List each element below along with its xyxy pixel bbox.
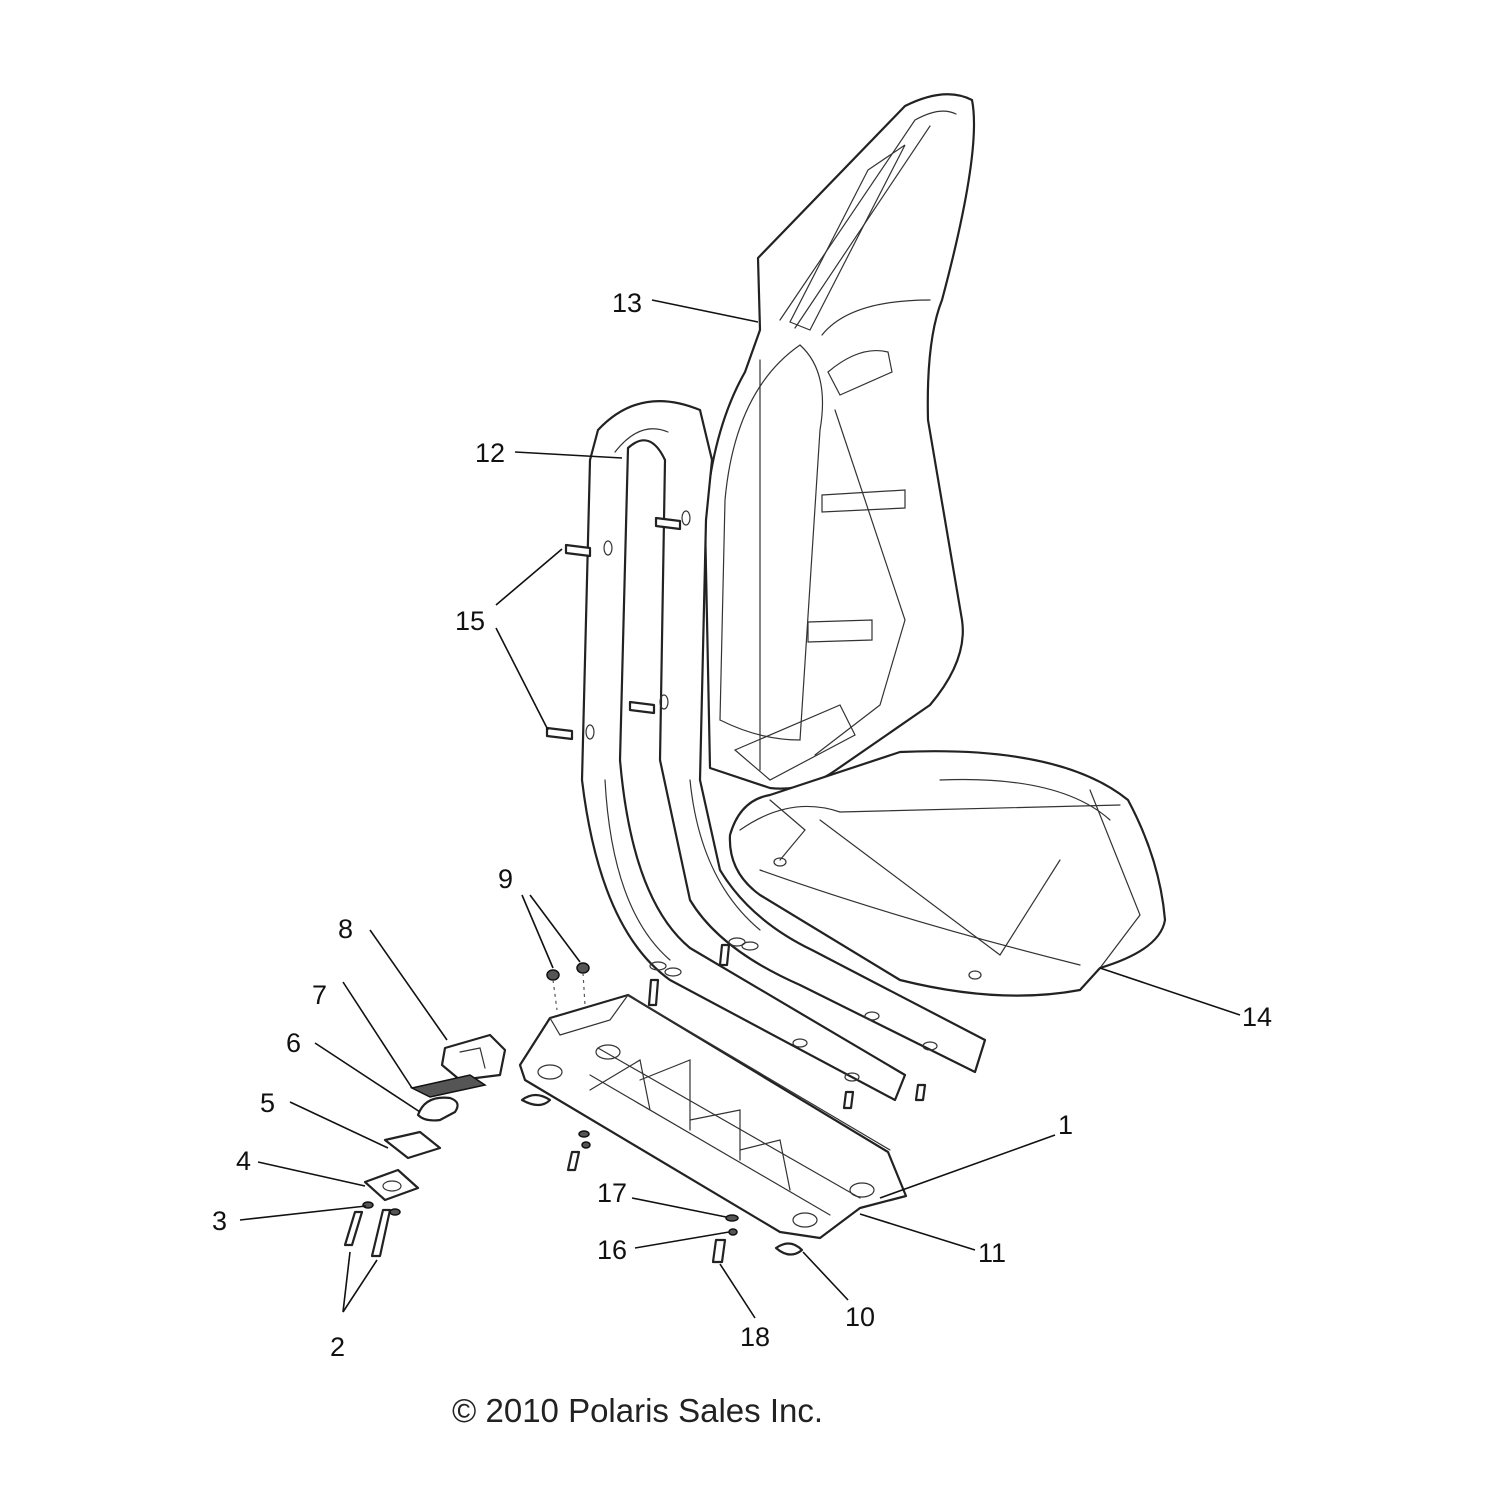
seat-bottom-part-14 <box>728 750 1167 997</box>
callout-3: 3 <box>212 1206 227 1236</box>
bracket-part-4 <box>363 1168 420 1202</box>
callout-15: 15 <box>455 606 485 636</box>
callout-10: 10 <box>845 1302 875 1332</box>
latch-plate-part-7 <box>409 1074 487 1098</box>
nuts-part-9 <box>546 962 590 981</box>
pad-part-10 <box>520 1093 552 1107</box>
seat-base-part-1 <box>518 993 908 1240</box>
callout-16: 16 <box>597 1235 627 1265</box>
callout-11: 11 <box>978 1238 1006 1268</box>
callout-1: 1 <box>1058 1110 1073 1140</box>
callout-13: 13 <box>612 288 642 318</box>
callout-14: 14 <box>1242 1002 1272 1032</box>
callout-9: 9 <box>498 864 513 894</box>
callout-4: 4 <box>236 1146 251 1176</box>
callout-7: 7 <box>312 980 327 1010</box>
seat-frame-part-12 <box>580 399 987 1102</box>
callout-18: 18 <box>740 1322 770 1352</box>
callout-8: 8 <box>338 914 353 944</box>
latch-part-8 <box>440 1033 507 1082</box>
callout-17: 17 <box>597 1178 627 1208</box>
callout-12: 12 <box>475 438 505 468</box>
copyright-notice: © 2010 Polaris Sales Inc. <box>452 1392 823 1429</box>
callout-6: 6 <box>286 1028 301 1058</box>
bolts-part-2 <box>343 1208 392 1258</box>
leader-lines <box>239 299 1241 1319</box>
clip-part-6 <box>416 1096 459 1122</box>
lockwasher-part-16 <box>728 1228 738 1236</box>
washer-part-17 <box>725 1214 739 1222</box>
bolt-part-18 <box>711 1238 727 1264</box>
callout-2: 2 <box>330 1332 345 1362</box>
bolts-part-15 <box>545 516 682 741</box>
callout-5: 5 <box>260 1088 275 1118</box>
seat-back-part-13 <box>703 93 976 790</box>
fasteners-misc <box>566 943 927 1172</box>
plate-part-5 <box>383 1130 442 1160</box>
pad-part-10b <box>774 1242 804 1256</box>
